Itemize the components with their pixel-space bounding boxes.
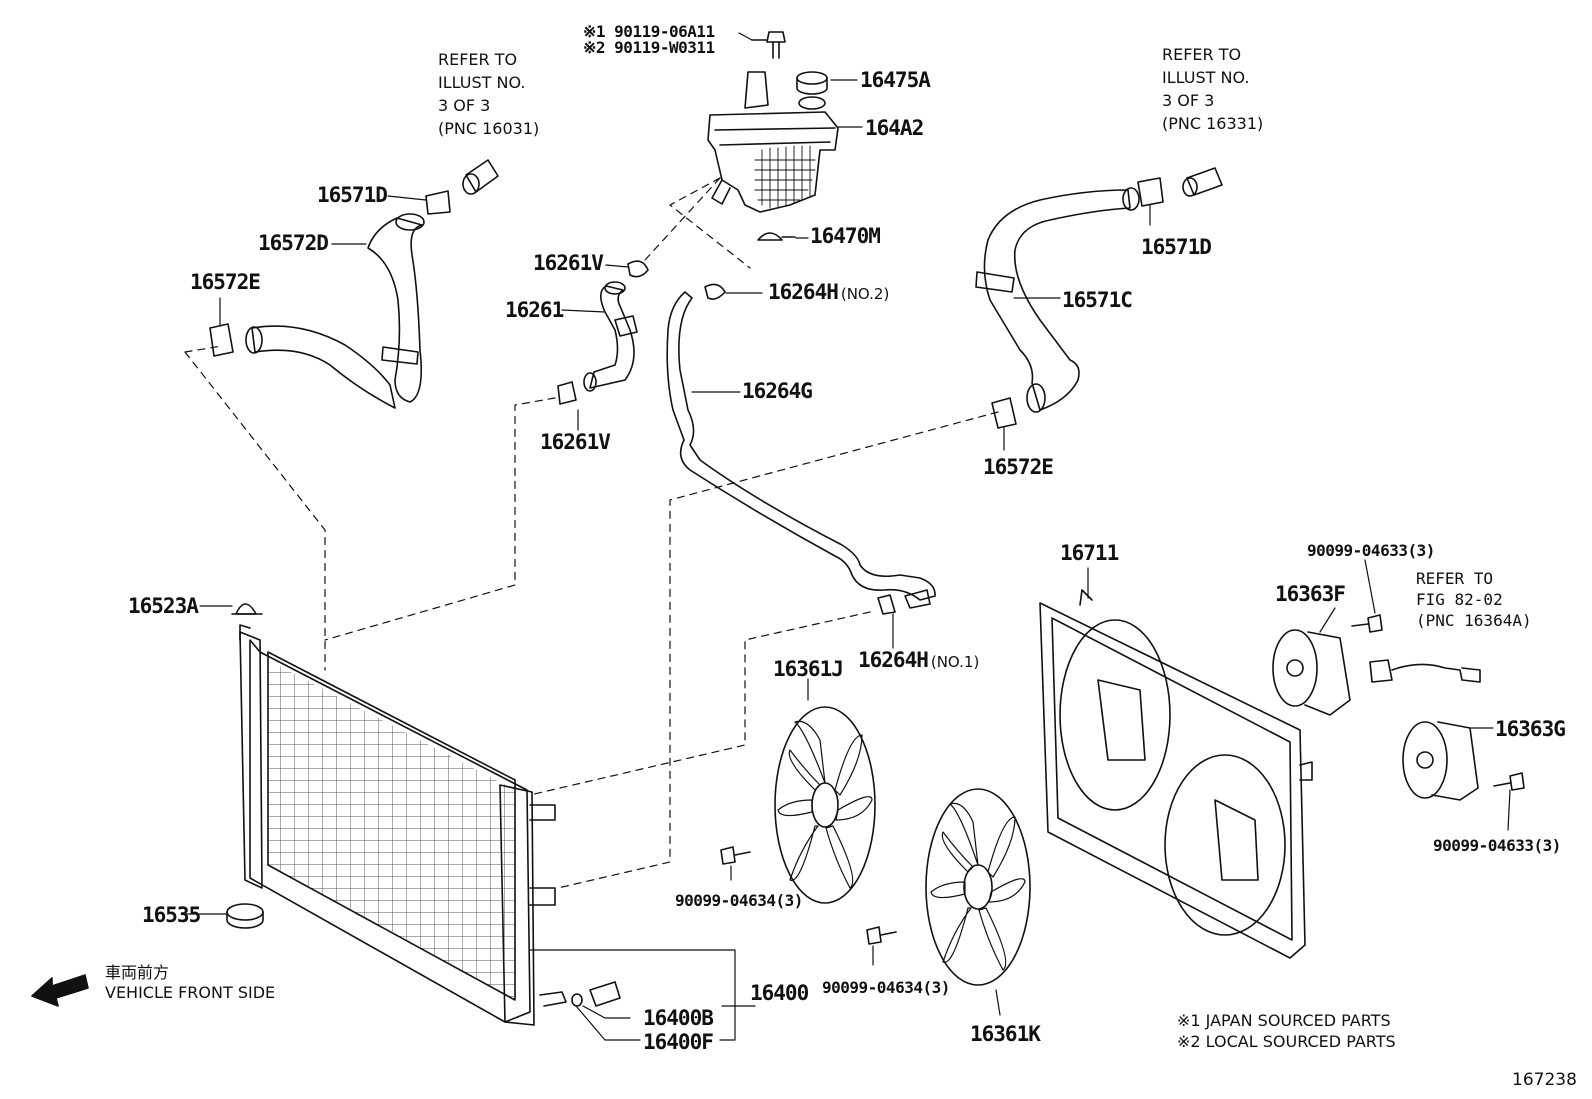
bolt-icon: [751, 31, 786, 59]
front-arrow-icon: [31, 974, 89, 1007]
drain-plug-icon: [571, 981, 621, 1007]
part-label-16264H-no2-code: 16264H: [768, 280, 839, 304]
reference-left-line-2: ILLUST NO.: [438, 73, 526, 92]
part-label-16470M: 16470M: [810, 224, 881, 248]
motor-icon: [1402, 721, 1479, 801]
part-label-164A2: 164A2: [865, 116, 924, 140]
part-label-16572E-left: 16572E: [190, 270, 261, 294]
clamp-icon: [209, 190, 451, 365]
part-label-16571D-right: 16571D: [1141, 235, 1212, 259]
fan-icon: [925, 788, 1031, 986]
part-label-90119-japan: ※1 90119-06A11: [583, 22, 715, 41]
clamp-icon: [557, 260, 896, 615]
part-label-16363G: 16363G: [1495, 717, 1566, 741]
part-label-16400F: 16400F: [643, 1030, 714, 1054]
radiator-icon: [239, 624, 567, 1026]
part-label-16264H-no2-qualifier: (NO.2): [840, 285, 890, 303]
part-label-16261V-bottom: 16261V: [540, 430, 611, 454]
reference-note-fig: REFER TO FIG 82-02 (PNC 16364A): [1416, 568, 1532, 631]
part-label-16264H-no1-qualifier: (NO.1): [930, 653, 980, 671]
part-label-16572E-right: 16572E: [983, 455, 1054, 479]
fan-icon: [774, 706, 876, 904]
reference-fig-line-2: FIG 82-02: [1416, 590, 1503, 609]
hose-icon: [583, 281, 635, 392]
part-label-16264G: 16264G: [742, 379, 813, 403]
hose-icon: [462, 159, 499, 195]
reference-fig-line-1: REFER TO: [1416, 569, 1494, 588]
reference-left-line-1: REFER TO: [438, 50, 518, 69]
part-label-16475A: 16475A: [860, 68, 931, 92]
part-label-16523A: 16523A: [128, 594, 199, 618]
cap-icon: [796, 71, 828, 110]
part-label-16572D: 16572D: [258, 231, 329, 255]
fan-shroud-icon: [1039, 589, 1313, 959]
part-label-90119: ※1 90119-06A11 ※2 90119-W0311: [583, 24, 715, 56]
cap-icon: [226, 603, 264, 929]
reference-note-left: REFER TO ILLUST NO. 3 OF 3 (PNC 16031): [438, 48, 539, 140]
reference-left-line-4: (PNC 16031): [438, 119, 540, 138]
part-label-16363F: 16363F: [1275, 582, 1346, 606]
part-label-16264H-no1-code: 16264H: [858, 648, 929, 672]
reference-right-line-3: 3 OF 3: [1162, 91, 1215, 110]
sourcing-note-japan: ※1 JAPAN SOURCED PARTS: [1177, 1011, 1391, 1030]
bolt-icon: [720, 614, 1525, 945]
clamp-icon: [991, 177, 1164, 429]
motor-icon: [1272, 629, 1481, 716]
hose-icon: [975, 187, 1140, 413]
part-label-16711: 16711: [1060, 541, 1119, 565]
part-label-90119-local: ※2 90119-W0311: [583, 38, 715, 57]
sourcing-note-local: ※2 LOCAL SOURCED PARTS: [1177, 1032, 1396, 1051]
part-label-16261V-top: 16261V: [533, 251, 604, 275]
part-label-16535: 16535: [142, 903, 201, 927]
leader-lines: [182, 32, 1511, 1041]
reference-left-line-3: 3 OF 3: [438, 96, 491, 115]
dashed-connection-lines: [184, 177, 999, 889]
hose-icon: [666, 291, 936, 609]
part-label-16571D-left: 16571D: [317, 183, 388, 207]
part-label-bolt-top: 90099-04633(3): [1307, 541, 1435, 560]
reference-right-line-4: (PNC 16331): [1162, 114, 1264, 133]
illustration-number: 167238: [1512, 1070, 1577, 1090]
part-label-bolt-right: 90099-04633(3): [1433, 836, 1561, 855]
part-label-16264H-no1: 16264H(NO.1): [858, 650, 979, 671]
hose-icon: [1182, 167, 1223, 197]
reference-note-right: REFER TO ILLUST NO. 3 OF 3 (PNC 16331): [1162, 43, 1263, 135]
part-label-16571C: 16571C: [1062, 288, 1133, 312]
vehicle-front-label-en: VEHICLE FRONT SIDE: [105, 983, 276, 1002]
sourcing-notes: ※1 JAPAN SOURCED PARTS ※2 LOCAL SOURCED …: [1177, 1013, 1396, 1050]
part-label-bolt-fan-left: 90099-04634(3): [675, 891, 803, 910]
hose-icon: [245, 213, 425, 409]
reference-right-line-2: ILLUST NO.: [1162, 68, 1250, 87]
part-label-16264H-no2: 16264H(NO.2): [768, 282, 889, 303]
part-label-16261: 16261: [505, 298, 564, 322]
cap-icon: [757, 232, 796, 241]
reservoir-tank-icon: [707, 71, 839, 213]
part-label-16361J: 16361J: [773, 657, 844, 681]
vehicle-front-label-jp: 車両前方: [105, 963, 170, 982]
part-label-16361K: 16361K: [970, 1022, 1041, 1046]
part-label-bolt-fan-mid: 90099-04634(3): [822, 978, 950, 997]
part-label-16400B: 16400B: [643, 1006, 714, 1030]
reference-right-line-1: REFER TO: [1162, 45, 1242, 64]
reference-fig-line-3: (PNC 16364A): [1416, 611, 1532, 630]
part-label-16400: 16400: [750, 981, 809, 1005]
vehicle-front-label: 車両前方 VEHICLE FRONT SIDE: [105, 965, 275, 1001]
